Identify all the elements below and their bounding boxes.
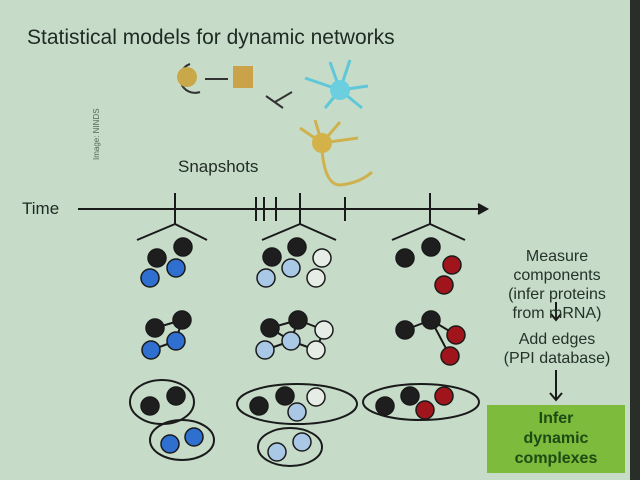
complex <box>236 383 358 425</box>
node-red <box>446 325 466 345</box>
node-white <box>306 340 326 360</box>
node-dark <box>375 396 395 416</box>
node-white <box>306 268 326 288</box>
node-dark <box>249 396 269 416</box>
arrow <box>274 91 293 103</box>
node-blue <box>140 268 160 288</box>
complex-ellipses <box>129 379 480 467</box>
node-white <box>314 320 334 340</box>
slide-title: Statistical models for dynamic networks <box>27 26 395 49</box>
node-dark <box>172 310 192 330</box>
step-arrows <box>549 302 563 402</box>
node-blue <box>166 258 186 278</box>
cell-differentiation-illustration <box>177 59 374 187</box>
node-dark <box>260 318 280 338</box>
step-text: from mRNA) <box>512 305 602 322</box>
node-light-blue <box>281 258 301 278</box>
node-dark <box>166 386 186 406</box>
step-text: components <box>513 267 601 284</box>
node-light-blue <box>287 402 307 422</box>
step-text: Measure <box>525 248 589 265</box>
complex <box>257 427 323 467</box>
node-red <box>415 400 435 420</box>
node-dark <box>421 237 441 257</box>
timeline <box>78 193 490 241</box>
node-red <box>434 275 454 295</box>
infer-complexes-box: Infer dynamic complexes <box>487 405 625 473</box>
step-text: Infer <box>538 410 574 427</box>
node-light-blue <box>281 331 301 351</box>
node-light-blue <box>292 432 312 452</box>
complex <box>149 419 215 461</box>
step-edges: Add edges (PPI database) <box>482 330 632 368</box>
node-blue <box>166 331 186 351</box>
time-label: Time <box>22 199 60 218</box>
node-dark <box>173 237 193 257</box>
step-text: Add edges <box>518 331 596 348</box>
node-dark <box>395 248 415 268</box>
step-text: (PPI database) <box>503 350 611 367</box>
node-dark <box>421 310 441 330</box>
step-measure: Measure components (infer proteins from … <box>482 247 632 323</box>
snapshots-label: Snapshots <box>178 157 259 176</box>
complex <box>129 379 195 425</box>
node-dark <box>140 396 160 416</box>
node-dark <box>147 248 167 268</box>
complex <box>362 383 480 421</box>
step-text: dynamic <box>523 430 589 447</box>
node-red <box>434 386 454 406</box>
node-dark <box>262 247 282 267</box>
node-dark <box>288 310 308 330</box>
node-dark <box>145 318 165 338</box>
stem-cell <box>177 67 197 87</box>
node-red <box>440 346 460 366</box>
node-dark <box>395 320 415 340</box>
node-light-blue <box>255 340 275 360</box>
node-light-blue <box>256 268 276 288</box>
nodes <box>140 237 466 462</box>
node-dark <box>275 386 295 406</box>
down-arrow-icon <box>550 302 562 322</box>
arrow <box>265 95 284 109</box>
step-text: complexes <box>514 450 598 467</box>
neuron <box>299 119 374 187</box>
progenitor-cell <box>233 66 253 88</box>
node-white <box>312 248 332 268</box>
node-white <box>306 387 326 407</box>
down-arrow-icon <box>549 370 563 402</box>
node-blue <box>184 427 204 447</box>
node-blue <box>160 434 180 454</box>
node-blue <box>141 340 161 360</box>
step-text: (infer proteins <box>508 286 606 303</box>
node-red <box>442 255 462 275</box>
node-dark <box>287 237 307 257</box>
node-light-blue <box>267 442 287 462</box>
node-dark <box>400 386 420 406</box>
screen-border <box>630 0 640 480</box>
